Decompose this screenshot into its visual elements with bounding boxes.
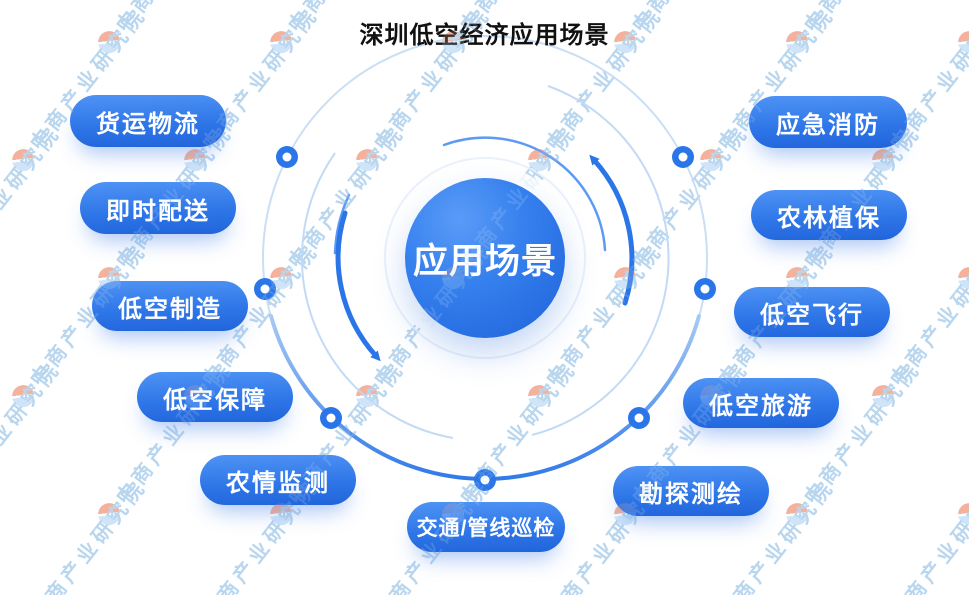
center-circle: 应用场景	[405, 178, 565, 338]
mid-light-arc-right	[531, 85, 670, 436]
pill-low-altitude-tourism: 低空旅游	[683, 378, 839, 428]
rotation-arrow-left	[335, 210, 381, 362]
orbit-node-dot-hole	[480, 475, 490, 485]
pill-instant-delivery: 即时配送	[80, 182, 236, 234]
page-title: 深圳低空经济应用场景	[359, 22, 610, 49]
orbit-node-dot-hole	[260, 284, 270, 294]
pill-agro-forestry-plant-protection: 农林植保	[751, 190, 907, 240]
pill-low-altitude-support: 低空保障	[137, 372, 293, 422]
pill-low-altitude-flight: 低空飞行	[734, 287, 890, 337]
orbit-node-dot-hole	[678, 152, 688, 162]
center-label: 应用场景	[412, 241, 557, 281]
pill-freight-logistics: 货运物流	[70, 95, 226, 147]
pill-emergency-firefighting: 应急消防	[749, 96, 907, 148]
orbit-node-dot-hole	[326, 413, 336, 423]
orbit-node-dot-hole	[282, 152, 292, 162]
orbit-node-dot-hole	[700, 284, 710, 294]
orbit-node-dots	[254, 146, 716, 491]
pill-exploration-surveying: 勘探测绘	[613, 466, 769, 516]
inner-arc-left	[333, 193, 351, 255]
orbit-node-dot-hole	[634, 413, 644, 423]
inner-faint-ring	[384, 157, 586, 359]
pill-low-altitude-manufacturing: 低空制造	[92, 281, 248, 331]
pill-agricultural-monitoring: 农情监测	[200, 455, 356, 505]
mid-light-arc-left	[301, 152, 454, 439]
rotation-arrow-right	[589, 154, 635, 306]
pill-traffic-pipeline-inspection: 交通/管线巡检	[407, 502, 565, 552]
